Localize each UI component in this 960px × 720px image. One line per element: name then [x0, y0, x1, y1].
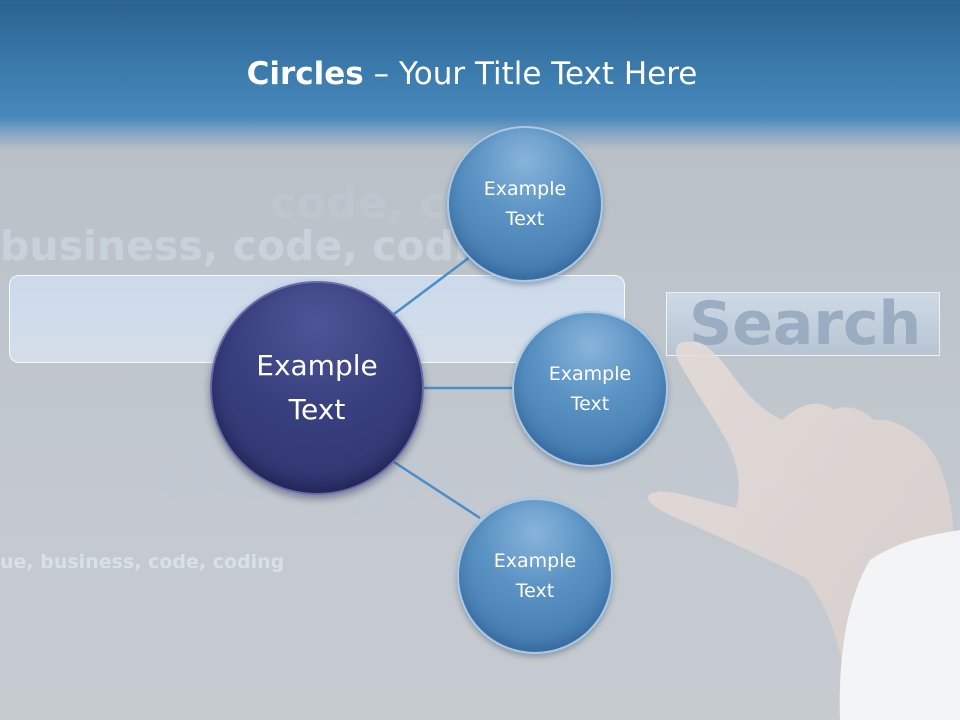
branch-circle-label-line2: Text [505, 208, 545, 230]
branch-circle-label-line1: Example [493, 550, 577, 572]
branch-circle-bottom: Example Text [457, 498, 613, 654]
title-bold: Circles [246, 56, 364, 92]
branch-circle-label-line1: Example [483, 178, 567, 200]
watermark-text: business, code, coding [0, 222, 527, 270]
slide-title: Circles – Your Title Text Here [0, 52, 944, 96]
center-circle: Example Text [210, 281, 424, 495]
title-rest: – Your Title Text Here [363, 56, 698, 92]
branch-circle-label-line2: Text [515, 580, 555, 602]
branch-circle-middle: Example Text [512, 311, 668, 467]
connector-line [393, 460, 481, 520]
branch-circle-label-line2: Text [570, 393, 610, 415]
branch-circle-top: Example Text [447, 126, 603, 282]
title-band [0, 0, 960, 150]
center-circle-label-line1: Example [256, 349, 378, 382]
watermark-text: ue, business, code, coding [0, 551, 285, 573]
center-circle-label-line2: Text [288, 393, 346, 426]
connector-line [393, 256, 471, 315]
background-search-button: Search [666, 292, 940, 356]
branch-circle-label-line1: Example [548, 363, 632, 385]
